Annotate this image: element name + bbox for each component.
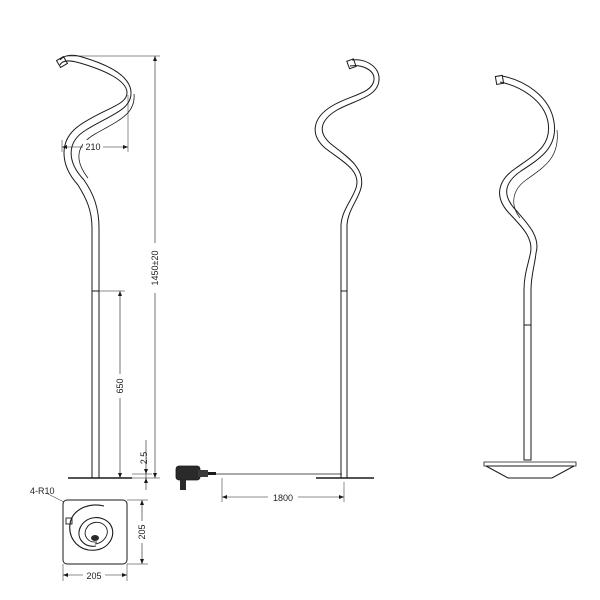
- base-depth-label: 205: [137, 524, 147, 539]
- corner-radius-leader: [47, 493, 65, 503]
- cable-arrow-left: [222, 495, 227, 499]
- cable-arrow-right: [339, 495, 344, 499]
- persp-spiral-inner: [501, 75, 556, 254]
- cable-label-bg: [268, 491, 298, 503]
- top-lamp-head: [65, 517, 73, 525]
- side-lamp-head: [346, 58, 357, 70]
- persp-spiral-band: [513, 129, 558, 219]
- spiral-width-label: 210: [85, 142, 100, 152]
- height-arrow-bottom: [153, 473, 157, 478]
- cable-label: 1800: [273, 493, 293, 503]
- front-view: 210 1450±20 650 2.5: [55, 54, 161, 490]
- stem-label-bg: [114, 374, 126, 398]
- persp-upper-stem-right: [530, 252, 537, 325]
- side-spiral-inner: [321, 59, 380, 226]
- spiral-width-arrow-left: [62, 145, 67, 149]
- stem-arrow-top: [118, 291, 122, 296]
- stem-arrow-bottom: [118, 473, 122, 478]
- side-view: 1800: [175, 58, 380, 503]
- base-width-label: 205: [86, 571, 101, 581]
- spiral-width-arrow-right: [123, 145, 128, 149]
- top-base-square: [62, 499, 128, 565]
- power-plug-icon: [175, 465, 216, 490]
- front-spiral-inner: [59, 54, 132, 181]
- height-label: 1450±20: [150, 251, 160, 286]
- persp-lower-stem: [523, 324, 532, 461]
- stem-label: 650: [115, 378, 125, 393]
- front-spiral-outer: [59, 60, 128, 186]
- base-width-arrow-right: [122, 573, 127, 577]
- front-upper-stem-left: [77, 184, 93, 291]
- base-depth-label-bg: [136, 521, 148, 543]
- side-spiral-outer: [314, 65, 375, 226]
- front-upper-stem-right: [83, 179, 100, 291]
- persp-upper-stem-left: [523, 254, 531, 325]
- height-arrow-top: [153, 56, 157, 61]
- top-spiral-inner: [84, 521, 108, 545]
- front-spiral-band: [78, 93, 135, 179]
- spiral-width-label-bg: [83, 140, 103, 152]
- front-lamp-head: [55, 55, 69, 69]
- side-lower-stem: [340, 290, 348, 479]
- persp-base-edge: [483, 461, 577, 467]
- base-width-arrow-left: [63, 573, 68, 577]
- perspective-view: [483, 74, 577, 479]
- front-lower-stem: [91, 290, 100, 479]
- thickness-arrow-bottom: [144, 478, 148, 483]
- height-label-bg: [149, 243, 161, 293]
- top-spiral-outer: [69, 504, 114, 551]
- corner-radius-label: 4-R10: [30, 486, 55, 496]
- persp-spiral-outer: [499, 81, 550, 256]
- persp-base-top: [485, 465, 575, 479]
- thickness-label: 2.5: [139, 452, 149, 465]
- top-stem-point: [91, 535, 99, 541]
- persp-lamp-head: [494, 74, 505, 86]
- top-view: 4-R10 205 205: [30, 486, 148, 581]
- base-depth-arrow-bottom: [140, 559, 144, 564]
- base-depth-arrow-top: [140, 500, 144, 505]
- thickness-arrow-top: [144, 469, 148, 474]
- base-width-label-bg: [83, 569, 105, 581]
